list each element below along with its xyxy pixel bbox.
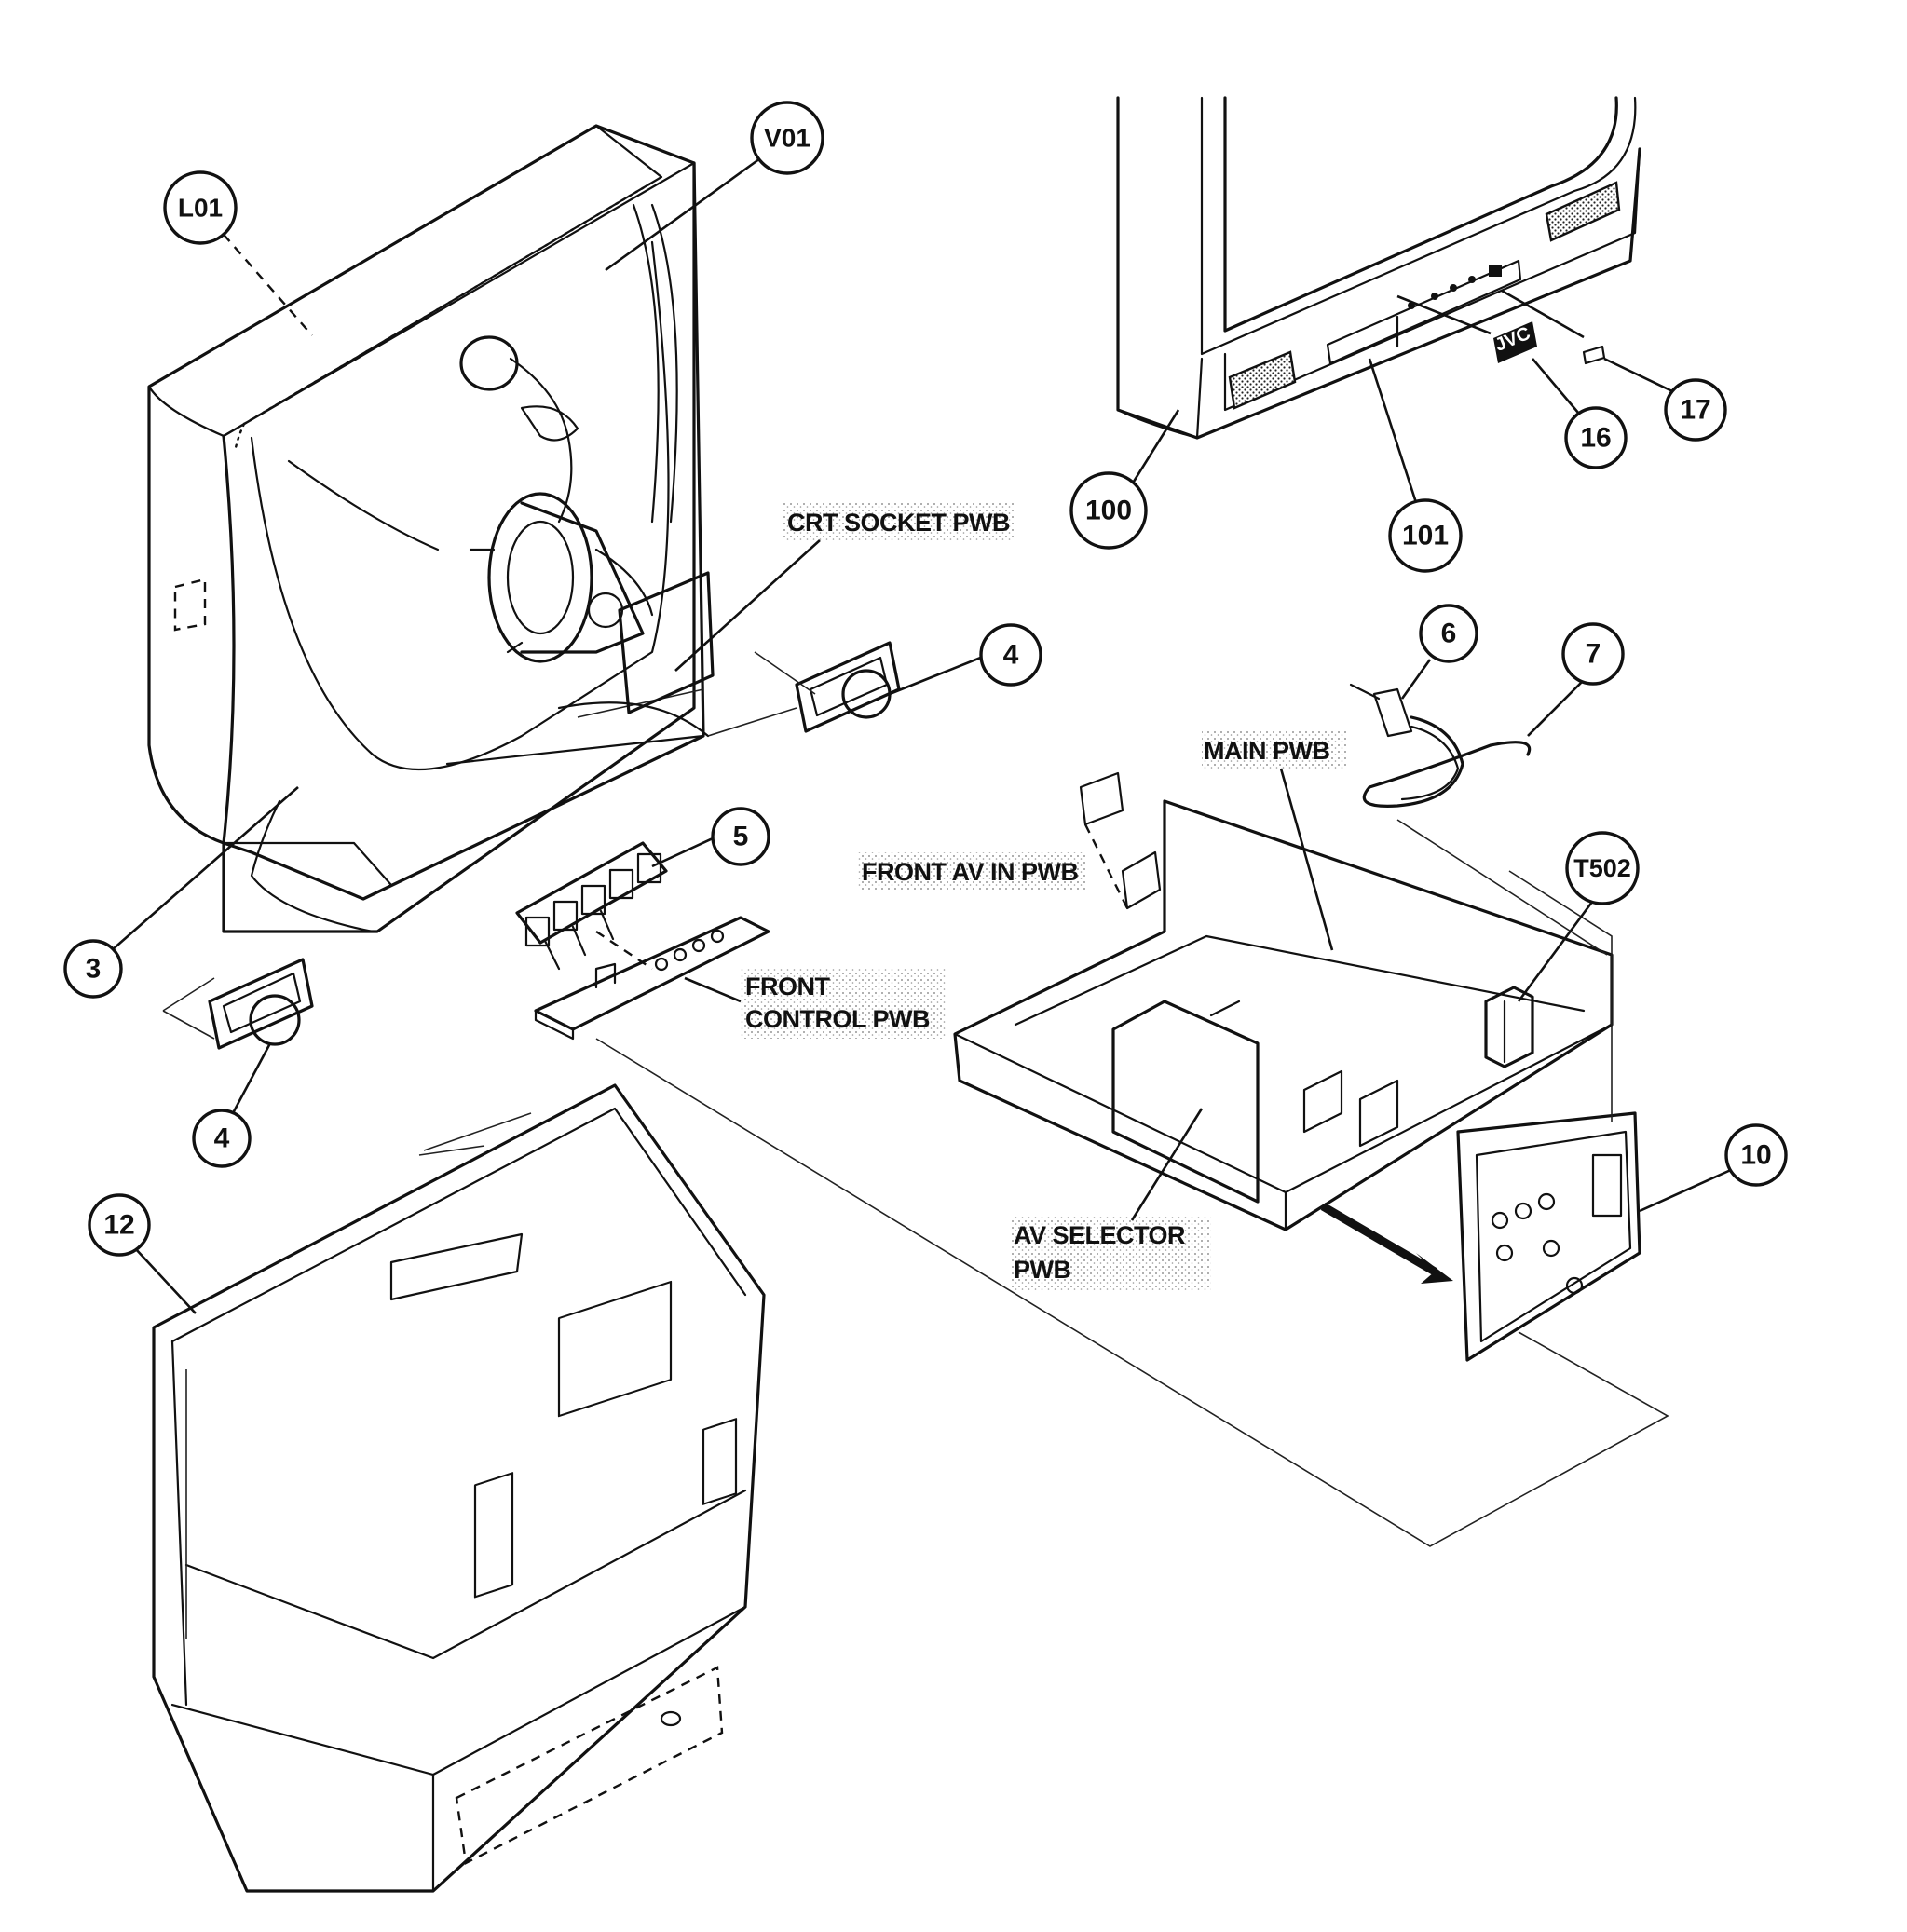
speaker-upper: [707, 641, 901, 737]
callout-4-upper: 4: [889, 623, 1042, 696]
callout-text: 17: [1680, 395, 1710, 426]
label-text: PWB: [1014, 1256, 1071, 1284]
callout-text: T502: [1573, 854, 1631, 882]
callout-10: 10: [1639, 1123, 1788, 1213]
callout-text: 3: [86, 954, 102, 985]
callout-text: 5: [733, 822, 749, 852]
callout-text: 6: [1441, 619, 1457, 649]
label-main-pwb: MAIN PWB: [1202, 731, 1346, 951]
callout-V01: V01: [605, 101, 824, 272]
callout-17: 17: [1603, 357, 1727, 442]
callout-5: 5: [651, 807, 770, 868]
button-dot: [1468, 276, 1476, 283]
tv-front-view: JVC: [1116, 96, 1641, 440]
label-text: MAIN PWB: [1204, 737, 1329, 765]
callout-text: 10: [1740, 1140, 1771, 1171]
callout-text: 16: [1580, 423, 1611, 454]
label-front-av-in-pwb: FRONT AV IN PWB: [857, 852, 1085, 890]
guide-lines: [423, 819, 1669, 1547]
callout-3: 3: [63, 786, 299, 999]
label-text: CONTROL PWB: [745, 1005, 930, 1033]
callout-text: 12: [103, 1210, 134, 1241]
callout-6: 6: [1400, 604, 1478, 700]
speaker-lower: [162, 958, 314, 1050]
label-av-selector-pwb: AV SELECTOR PWB: [1011, 1108, 1211, 1290]
callout-text: 4: [1003, 640, 1019, 671]
callout-4-lower: 4: [192, 1042, 272, 1168]
jvc-badge: JVC: [1492, 321, 1537, 363]
button-dot: [1450, 284, 1457, 292]
power-button: [1489, 265, 1502, 277]
label-text: FRONT AV IN PWB: [862, 858, 1078, 886]
callout-100: 100: [1069, 409, 1180, 550]
callout-12: 12: [88, 1193, 197, 1314]
label-text: AV SELECTOR: [1014, 1221, 1185, 1249]
rear-terminal-bracket: [1456, 1111, 1641, 1362]
front-control-pwb-board: [534, 916, 770, 1041]
callout-101: 101: [1368, 358, 1463, 573]
callout-T502: T502: [1517, 831, 1640, 1002]
assembly-arrow: [1320, 1203, 1453, 1284]
rear-cabinet: [152, 1083, 766, 1893]
label-crt-socket-pwb: CRT SOCKET PWB: [674, 503, 1015, 672]
callout-16: 16: [1532, 358, 1628, 469]
callout-text: V01: [764, 124, 810, 153]
callout-text: 100: [1085, 496, 1132, 526]
callout-text: 7: [1586, 639, 1601, 670]
label-front-control-pwb: FRONT CONTROL PWB: [684, 969, 946, 1039]
callout-L01: L01: [163, 170, 313, 336]
callout-7: 7: [1527, 622, 1625, 737]
callout-text: 4: [214, 1123, 230, 1154]
callout-text: L01: [178, 194, 223, 223]
jack-block: [515, 841, 668, 971]
front-cabinet-with-crt: [147, 124, 715, 933]
label-text: FRONT: [745, 973, 830, 1000]
power-cord: [1349, 683, 1532, 808]
button-dot: [1431, 293, 1438, 300]
main-chassis: [953, 771, 1614, 1231]
label-text: CRT SOCKET PWB: [787, 509, 1010, 537]
callout-text: 101: [1402, 521, 1449, 551]
